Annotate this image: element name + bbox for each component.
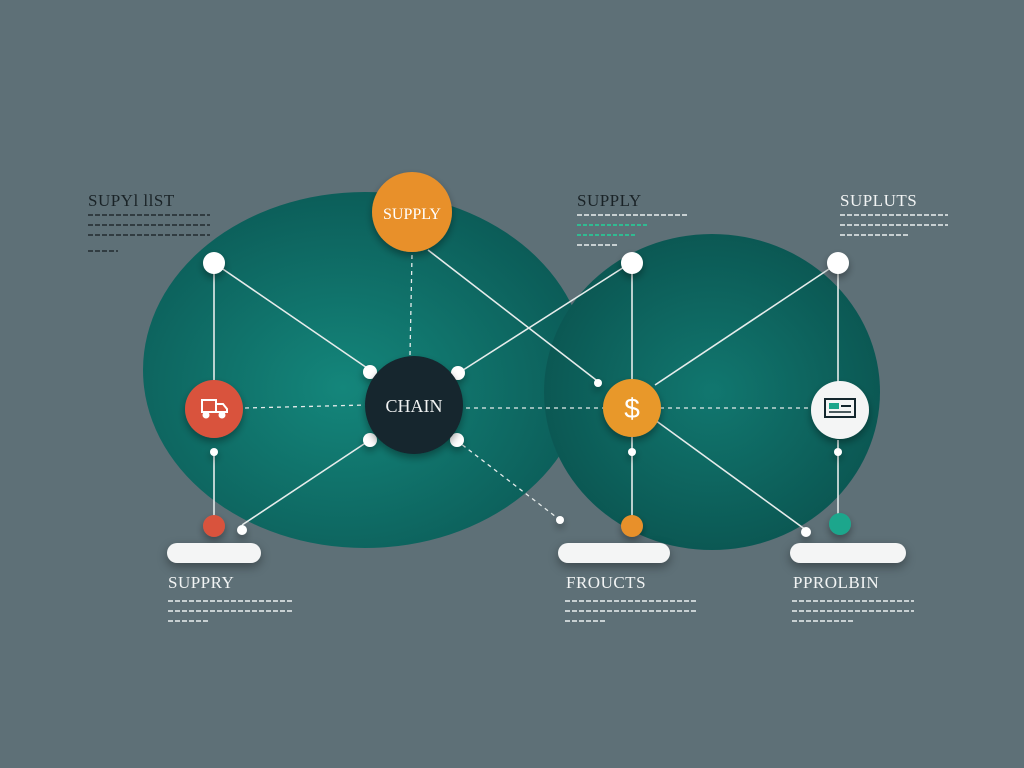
chain-node	[365, 356, 463, 454]
heading-top-left: SUPYl llST	[88, 191, 175, 210]
green-dot	[829, 513, 851, 535]
placeholder-text-bottom-right	[792, 600, 914, 630]
dashed-connector-lines	[244, 254, 812, 521]
heading-bottom-right: PPROLBIN	[793, 573, 880, 592]
connector-line	[241, 439, 371, 526]
monitor-icon	[824, 398, 856, 418]
label-bar-center	[558, 543, 670, 563]
connector-line	[213, 262, 371, 371]
junction-dot	[801, 527, 811, 537]
connector-line	[427, 249, 601, 384]
delivery-truck-node	[185, 380, 243, 438]
connector-line	[654, 262, 839, 386]
monitor-node	[811, 381, 869, 439]
junction-dot	[621, 252, 643, 274]
junction-dots	[203, 252, 849, 537]
junction-dot	[628, 448, 636, 456]
red-dot	[203, 515, 225, 537]
heading-top-right: SUPLUTS	[840, 191, 918, 210]
placeholder-text-top-left	[88, 214, 210, 260]
junction-dot	[556, 516, 564, 524]
label-bar-right	[790, 543, 906, 563]
junction-dot	[450, 433, 464, 447]
junction-dot	[210, 448, 218, 456]
background-blob-right	[544, 234, 880, 550]
dashed-connector-line	[409, 254, 413, 356]
junction-dot	[203, 252, 225, 274]
junction-dot	[827, 252, 849, 274]
chain-node-label: CHAIN	[386, 396, 443, 416]
dashed-connector-line	[455, 439, 561, 521]
junction-dot	[363, 433, 377, 447]
junction-dot	[834, 448, 842, 456]
heading-bottom-left: SUPPRY	[168, 573, 235, 592]
dollar-node	[603, 379, 661, 437]
connector-line	[459, 261, 633, 373]
supply-node-label: SUPPLY	[383, 206, 441, 223]
placeholder-text-bottom-center	[565, 600, 697, 630]
junction-dot	[594, 379, 602, 387]
dollar-sign-icon: $	[624, 393, 640, 424]
junction-dot	[451, 366, 465, 380]
placeholder-text-bottom-left	[168, 600, 294, 630]
placeholder-text-top-center	[577, 214, 689, 254]
label-bar-left	[167, 543, 261, 563]
junction-dot	[237, 525, 247, 535]
heading-top-center: SUPPLY	[577, 191, 642, 210]
heading-bottom-center: FROUCTS	[566, 573, 647, 592]
delivery-truck-icon	[201, 399, 228, 419]
orange-dot	[621, 515, 643, 537]
placeholder-text-top-right	[840, 214, 948, 244]
supply-node	[372, 172, 452, 252]
junction-dot	[363, 365, 377, 379]
connector-line	[654, 419, 807, 531]
